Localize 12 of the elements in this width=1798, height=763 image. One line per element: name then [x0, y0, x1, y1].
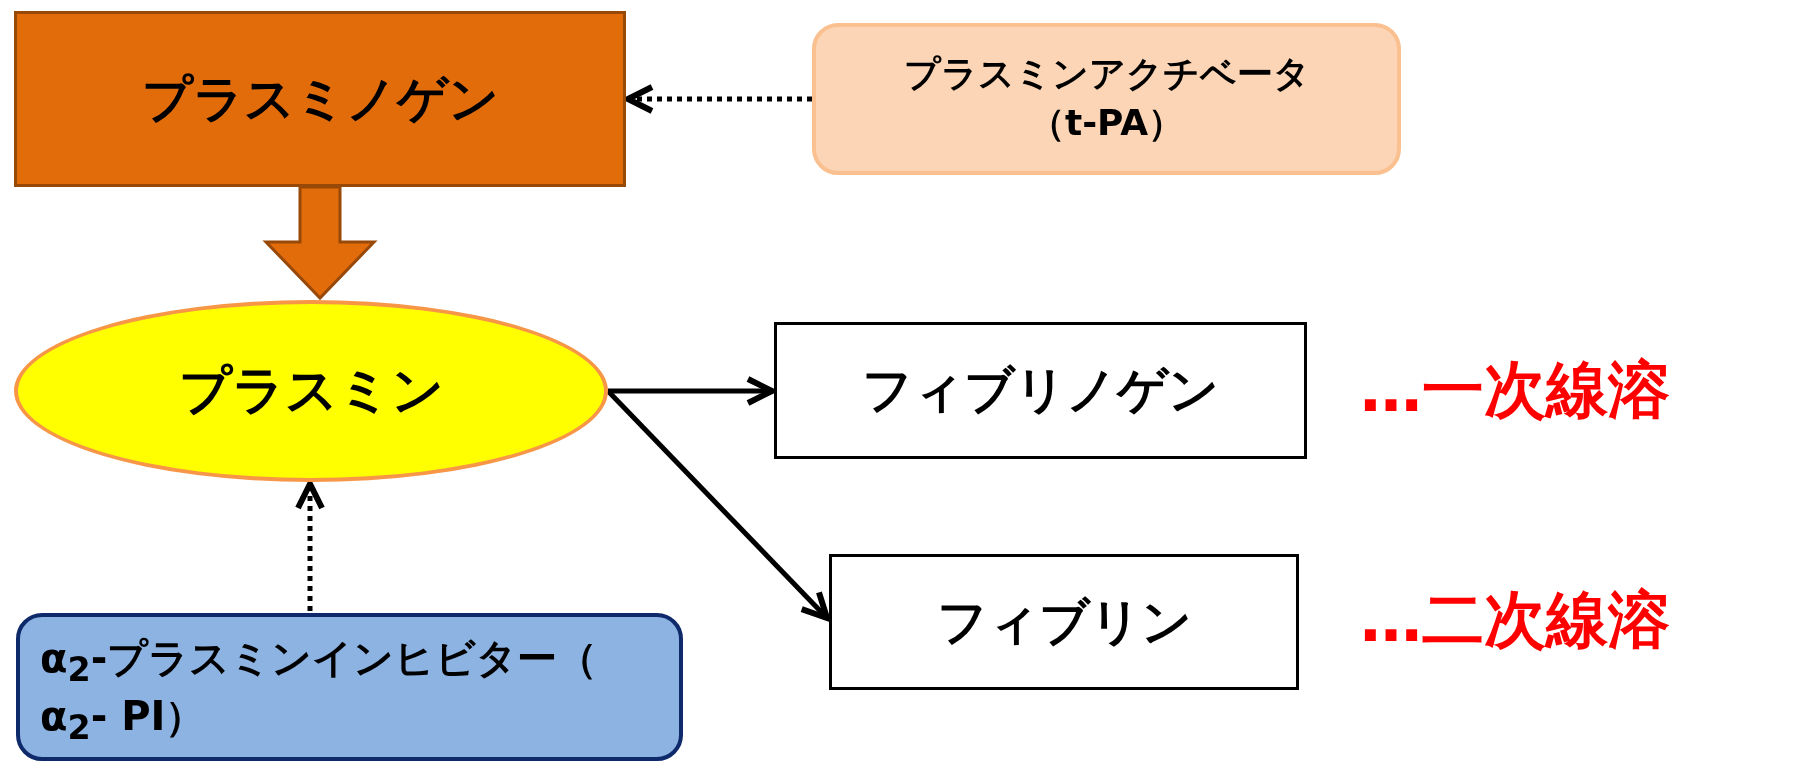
note-text: …一次線溶	[1360, 352, 1670, 428]
substrate-box: フィブリン	[829, 554, 1299, 690]
substrate-box: フィブリノゲン	[774, 322, 1307, 459]
arrow	[608, 376, 775, 406]
process-box: プラスミノゲン	[14, 11, 626, 187]
process-box: α$_{2}$-プラスミンインヒビター（ α$_{2}$- PI）	[16, 613, 683, 761]
enzyme-ellipse: プラスミン	[14, 300, 608, 482]
note-text: …二次線溶	[1360, 582, 1670, 658]
dotted-arrow	[295, 481, 325, 611]
process-box: プラスミンアクチベータ（t-PA）	[812, 23, 1401, 175]
dotted-arrow	[625, 84, 812, 114]
block-arrow	[262, 185, 378, 301]
